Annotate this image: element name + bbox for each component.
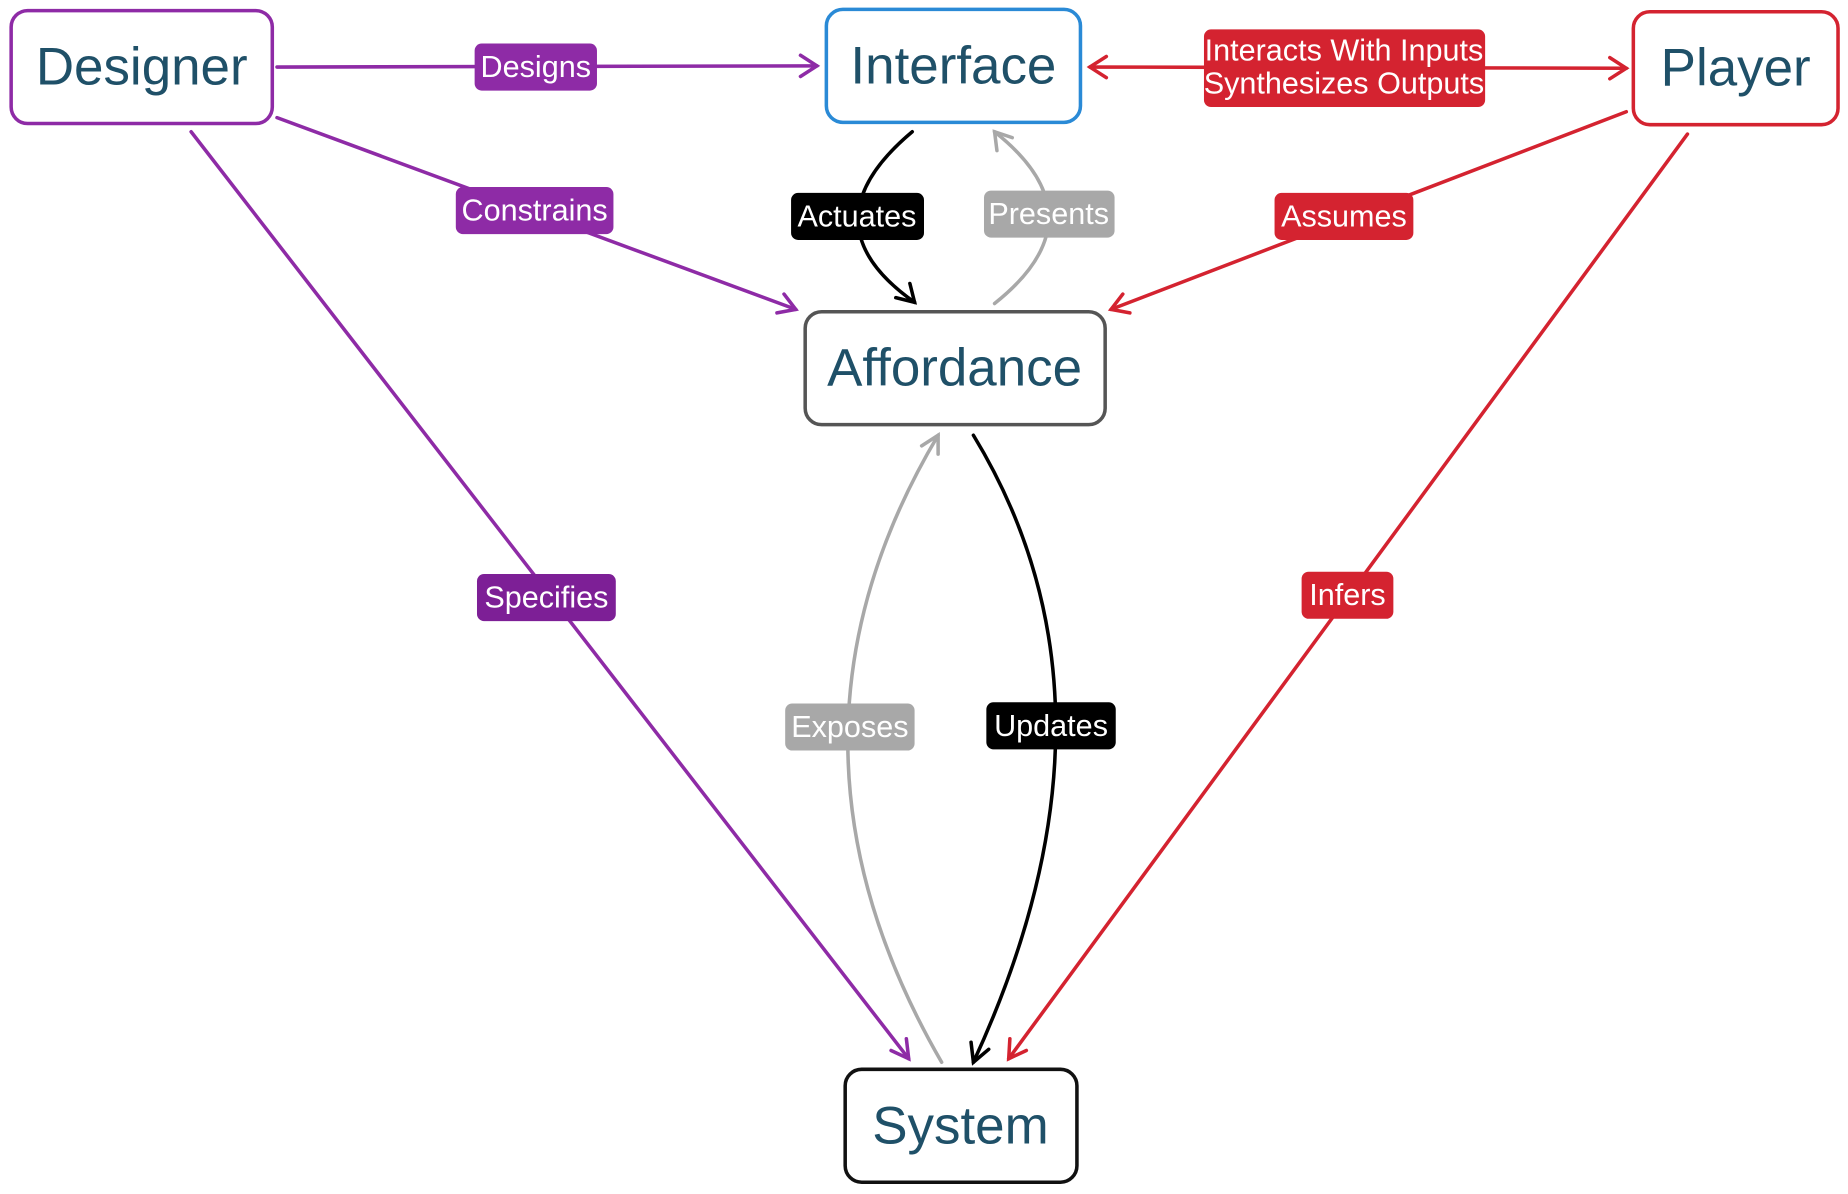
label-actuates-text: Actuates [797, 199, 916, 233]
node-system-label: System [872, 1096, 1048, 1155]
label-interacts: Interacts With Inputs Synthesizes Output… [1203, 29, 1486, 108]
arrowhead-presents [992, 129, 1014, 153]
arrowhead-updates [969, 1040, 991, 1066]
node-interface: Interface [824, 7, 1083, 125]
node-designer: Designer [9, 8, 275, 126]
label-specifies-bg [476, 574, 616, 622]
label-exposes-text: Exposes [791, 710, 908, 744]
label-interacts-line2: Synthesizes Outputs [1204, 67, 1484, 101]
arrowhead-actuates [894, 281, 918, 305]
label-assumes-bg [1274, 192, 1414, 240]
edges [189, 53, 1690, 1066]
label-constrains-text: Constrains [462, 194, 608, 228]
label-updates-text: Updates [994, 709, 1108, 743]
node-system-box [843, 1067, 1079, 1185]
edge-labels: Designs Constrains Specifies Interacts W… [455, 29, 1486, 751]
nodes: Designer Interface Player Affordance Sys… [9, 7, 1840, 1185]
node-interface-box [824, 7, 1083, 125]
label-designs: Designs [474, 43, 597, 91]
label-updates: Updates [986, 702, 1116, 750]
label-assumes: Assumes [1274, 192, 1414, 240]
node-affordance-box [803, 309, 1107, 427]
arrowhead-assumes [1107, 292, 1132, 315]
node-designer-label: Designer [36, 38, 248, 97]
node-affordance-label: Affordance [827, 339, 1082, 398]
arrowhead-constrains [775, 292, 799, 315]
arrowhead-designs [798, 53, 821, 79]
label-infers-bg [1301, 571, 1394, 619]
arrowhead-infers [1006, 1036, 1029, 1062]
label-actuates: Actuates [791, 192, 924, 240]
label-specifies: Specifies [476, 574, 616, 622]
label-exposes: Exposes [785, 703, 915, 751]
node-affordance: Affordance [803, 309, 1107, 427]
label-presents-bg [983, 190, 1115, 238]
label-constrains: Constrains [455, 187, 614, 235]
label-constrains-bg [455, 187, 614, 235]
label-designs-bg [474, 43, 597, 91]
arrowhead-exposes [919, 432, 940, 456]
label-presents-text: Presents [988, 197, 1109, 231]
label-exposes-bg [785, 703, 915, 751]
node-system: System [843, 1067, 1079, 1185]
label-updates-bg [986, 702, 1116, 750]
label-specifies-text: Specifies [484, 581, 608, 615]
node-player-label: Player [1661, 39, 1811, 98]
label-infers-text: Infers [1309, 578, 1385, 612]
label-presents: Presents [983, 190, 1115, 238]
arrowhead-interacts-player [1608, 55, 1630, 81]
arrowhead-interacts-interface [1086, 54, 1109, 80]
label-interacts-line1: Interacts With Inputs [1205, 34, 1484, 68]
node-player: Player [1631, 9, 1840, 127]
node-interface-label: Interface [850, 36, 1056, 95]
label-actuates-bg [791, 192, 924, 240]
node-designer-box [9, 8, 275, 126]
arrowhead-specifies [889, 1036, 911, 1062]
label-interacts-bg [1203, 29, 1486, 108]
label-infers: Infers [1301, 571, 1394, 619]
label-assumes-text: Assumes [1281, 199, 1407, 233]
label-designs-text: Designs [481, 50, 591, 84]
node-player-box [1631, 9, 1840, 127]
